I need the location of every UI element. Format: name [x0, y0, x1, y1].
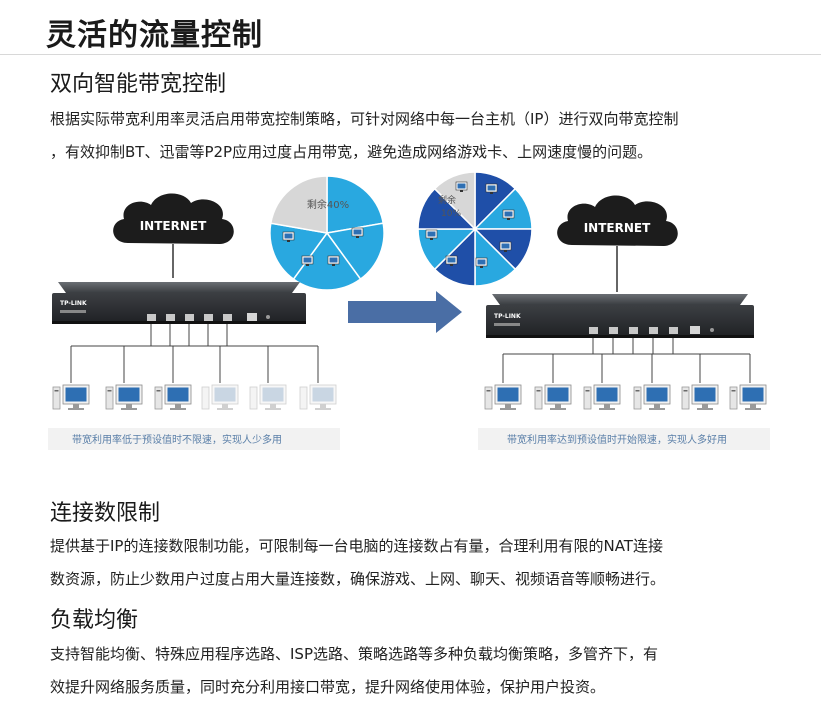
right-router: TP-LINK — [486, 294, 754, 354]
right-caption: 带宽利用率达到预设值时开始限速，实现人多好用 — [507, 433, 727, 446]
right-bandwidth-pie: 剩余 10% — [417, 171, 533, 287]
left-router: TP-LINK — [52, 282, 306, 346]
left-internet-cloud: INTERNET — [113, 193, 234, 278]
transition-arrow — [348, 291, 462, 333]
left-bandwidth-pie: 剩余40% — [269, 175, 385, 291]
left-caption-box — [48, 428, 340, 450]
right-network-lines — [502, 353, 751, 383]
title-divider — [0, 54, 821, 55]
bandwidth-text-line-2: ，有效抑制BT、迅雷等P2P应用过度占用带宽，避免造成网络游戏卡、上网速度慢的问… — [50, 143, 653, 161]
load-balance-text-line-2: 效提升网络服务质量，同时充分利用接口带宽，提升网络使用体验，保护用户投资。 — [50, 678, 606, 696]
left-cloud-label: INTERNET — [140, 219, 207, 233]
left-caption: 带宽利用率低于预设值时不限速，实现人少多用 — [72, 433, 282, 446]
connections-text-line-1: 提供基于IP的连接数限制功能，可限制每一台电脑的连接数占有量，合理利用有限的NA… — [50, 537, 663, 555]
left-router-brand: TP-LINK — [60, 300, 87, 307]
load-balance-text-line-1: 支持智能均衡、特殊应用程序选路、ISP选路、策略选路等多种负载均衡策略，多管齐下… — [50, 645, 658, 663]
right-router-brand: TP-LINK — [494, 313, 521, 320]
section-heading-bandwidth: 双向智能带宽控制 — [50, 72, 227, 97]
left-computers — [52, 384, 337, 411]
right-caption-box — [478, 428, 770, 450]
section-heading-connections: 连接数限制 — [50, 501, 161, 526]
right-pie-remaining-value: 10% — [441, 209, 461, 219]
left-network-lines — [70, 324, 319, 383]
bandwidth-diagram: INTERNET 剩余40% TP-LINK — [48, 171, 770, 450]
right-computers — [484, 384, 767, 411]
right-pie-remaining-label: 剩余 — [438, 194, 456, 206]
right-cloud-label: INTERNET — [584, 221, 651, 235]
page-title: 灵活的流量控制 — [46, 18, 263, 53]
left-pie-remaining-label: 剩余40% — [307, 198, 349, 211]
bandwidth-text-line-1: 根据实际带宽利用率灵活启用带宽控制策略，可针对网络中每一台主机（IP）进行双向带… — [50, 110, 679, 128]
right-internet-cloud: INTERNET — [557, 195, 678, 292]
section-heading-load-balance: 负载均衡 — [50, 608, 139, 633]
connections-text-line-2: 数资源，防止少数用户过度占用大量连接数，确保游戏、上网、聊天、视频语音等顺畅进行… — [50, 570, 666, 588]
